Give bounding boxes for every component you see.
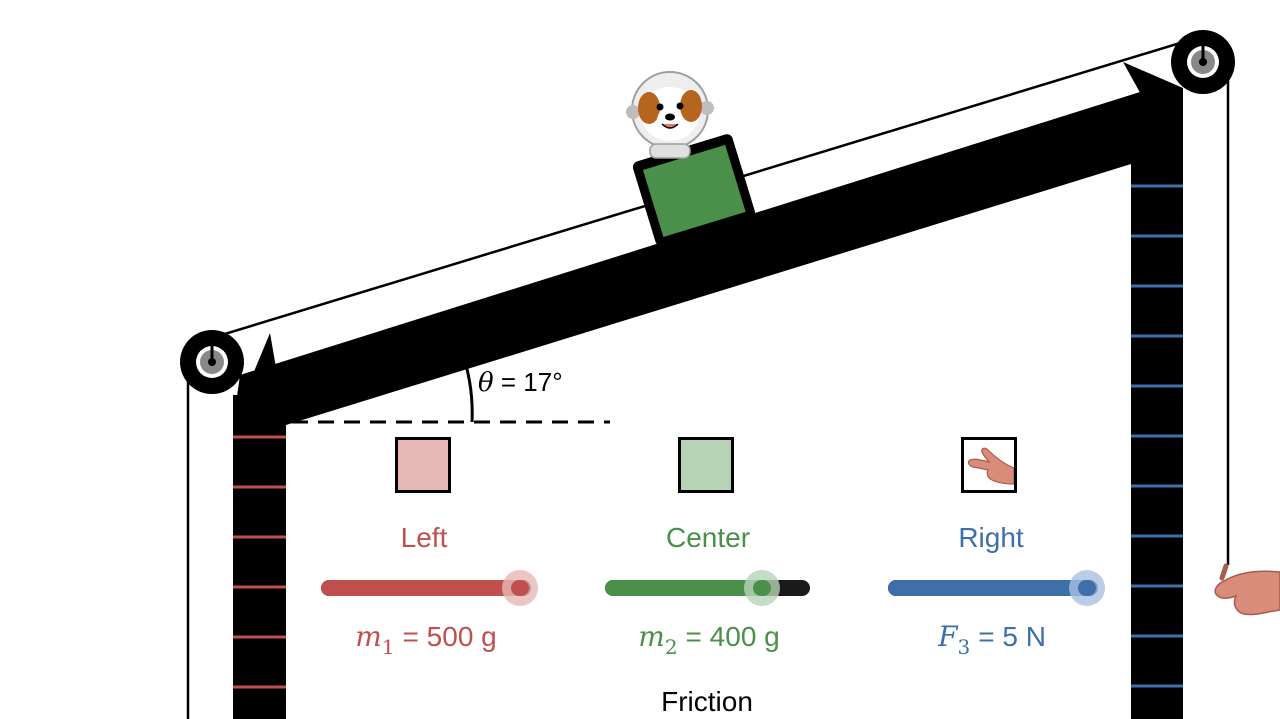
slider-thumb-core: [753, 580, 772, 596]
pulling-hand-icon: [1214, 563, 1280, 616]
angle-arc: [464, 364, 474, 423]
slider-fill: [888, 580, 1091, 596]
right-color-swatch: [961, 437, 1017, 493]
left-mass-slider[interactable]: [321, 570, 538, 606]
slider-fill: [321, 580, 524, 596]
center-color-swatch: [678, 437, 734, 493]
incline-ramp: [233, 88, 1183, 425]
left-color-swatch: [395, 437, 451, 493]
friction-label: Friction: [661, 686, 753, 717]
left-pillar-ticks: [233, 435, 286, 689]
center-title: Center: [665, 522, 751, 553]
right-pillar-ticks: [1131, 134, 1183, 688]
angle-label: θ = 17°: [478, 367, 563, 398]
slider-fill: [605, 580, 767, 596]
slider-thumb-core: [1078, 580, 1096, 596]
right-title: Right: [958, 522, 1024, 553]
left-pillar: [233, 395, 286, 719]
ramp-arrow-right: [1123, 62, 1183, 125]
angle-value: = 17°: [493, 367, 563, 397]
right-pulley: [1171, 30, 1235, 94]
slider-thumb-core: [511, 580, 529, 596]
astronaut-dog-icon: [626, 71, 714, 159]
center-mass-readout: m2= 400 g: [638, 620, 780, 659]
left-mass-readout: m1= 500 g: [355, 620, 497, 659]
right-force-slider[interactable]: [888, 570, 1105, 606]
center-cart: [632, 134, 756, 252]
center-mass-slider[interactable]: [605, 570, 810, 606]
right-pillar: [1131, 95, 1183, 719]
ramp-arrow-left: [238, 333, 286, 425]
left-pulley: [180, 330, 244, 394]
angle-symbol: θ: [478, 368, 494, 398]
hand-icon: [967, 447, 1014, 485]
right-force-readout: F3= 5 N: [938, 620, 1046, 659]
left-title: Left: [400, 522, 448, 553]
